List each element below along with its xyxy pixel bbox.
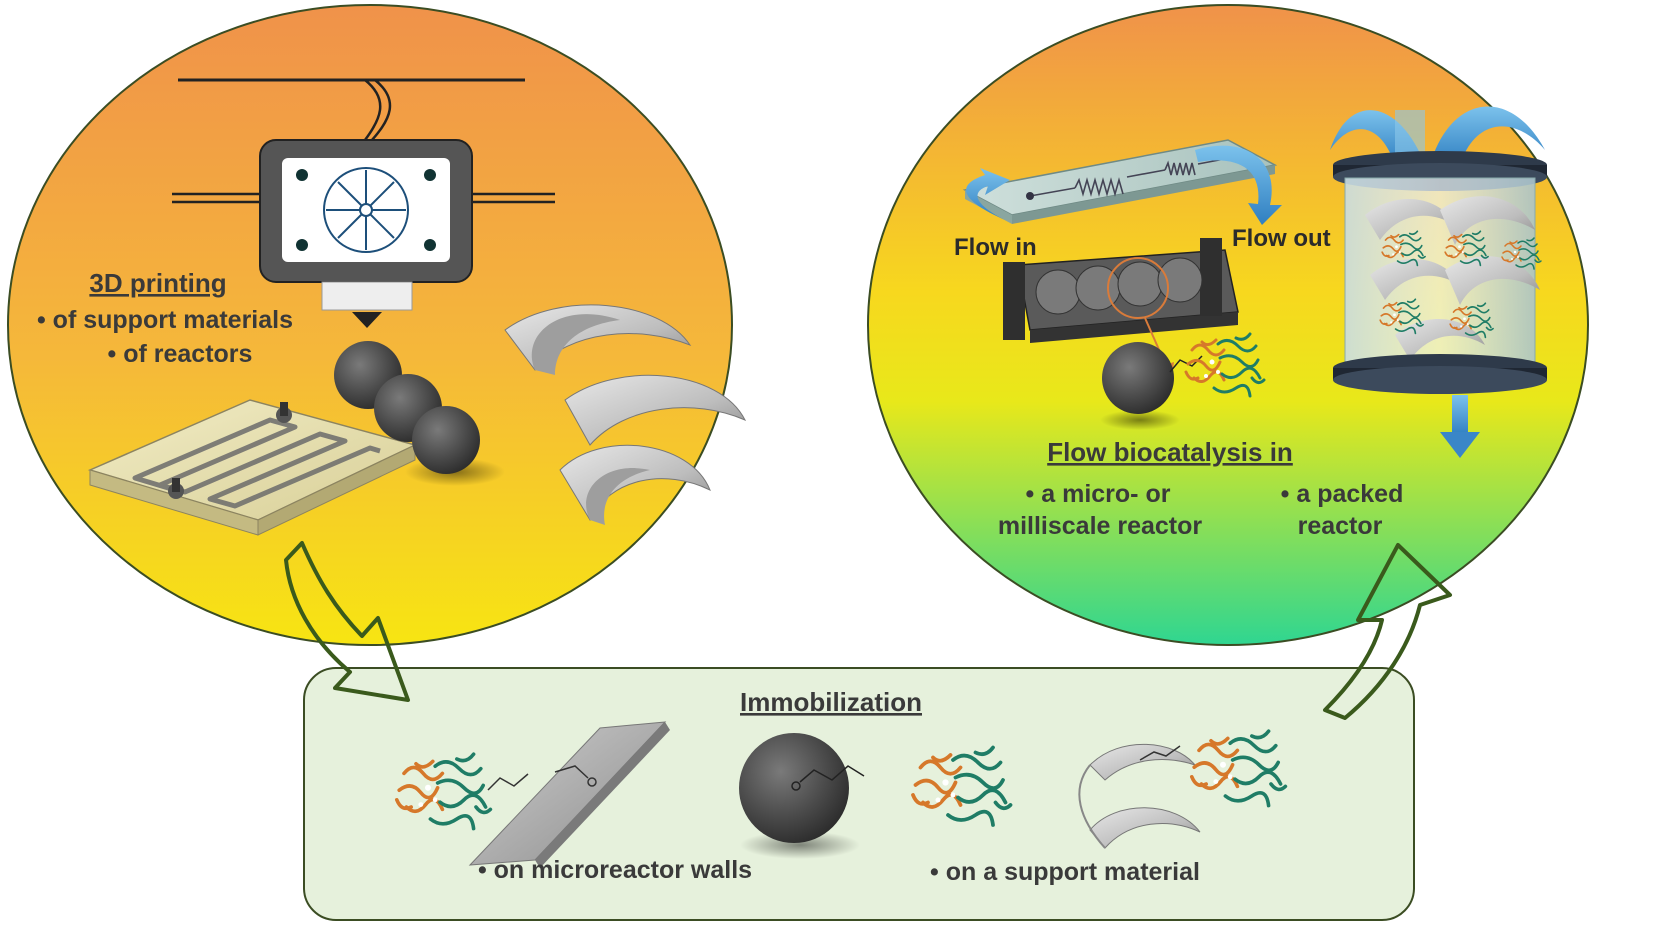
left-panel-item: • of support materials	[37, 306, 293, 334]
bottom-panel-item-support: • on a support material	[930, 858, 1200, 886]
enzyme-on-helix	[1078, 729, 1288, 849]
right-panel-text: Flow biocatalysis in • a micro- or milli…	[998, 437, 1404, 540]
flow-out-arrow	[1195, 145, 1282, 225]
printed-spheres	[334, 341, 505, 486]
right-panel-item-micro: milliscale reactor	[998, 512, 1203, 540]
immobilization-panel	[303, 667, 1415, 921]
left-panel-item: • of reactors	[108, 340, 253, 368]
bottom-panel-title: Immobilization	[740, 687, 922, 717]
sphere-with-enzyme	[1100, 332, 1266, 430]
flow-in-label: Flow in	[954, 234, 1037, 261]
left-panel-text: 3D printing • of support materials • of …	[37, 268, 293, 368]
right-panel-item-micro: • a micro- or	[1026, 480, 1171, 508]
printer-fan-icon	[323, 167, 409, 253]
enzyme-on-sphere	[739, 733, 1013, 859]
enzyme-on-wall	[394, 721, 670, 868]
printed-microreactor-chip	[87, 399, 418, 536]
printed-helix-supports	[504, 304, 747, 525]
arrow-printing-to-immobilization	[284, 541, 410, 702]
right-panel-item-packed: reactor	[1298, 512, 1383, 540]
bottom-panel-item-walls: • on microreactor walls	[478, 856, 752, 884]
packed-column-reactor	[1330, 106, 1547, 458]
flow-out-label: Flow out	[1232, 225, 1331, 252]
left-panel-title: 3D printing	[89, 268, 226, 298]
right-panel-item-packed: • a packed	[1281, 480, 1404, 508]
arrow-immobilization-to-flow	[1323, 543, 1452, 720]
flow-in-arrow	[966, 168, 1010, 220]
right-panel-title: Flow biocatalysis in	[1047, 437, 1293, 467]
milliscale-reactor	[1003, 238, 1239, 376]
printer-illustration	[172, 78, 555, 328]
